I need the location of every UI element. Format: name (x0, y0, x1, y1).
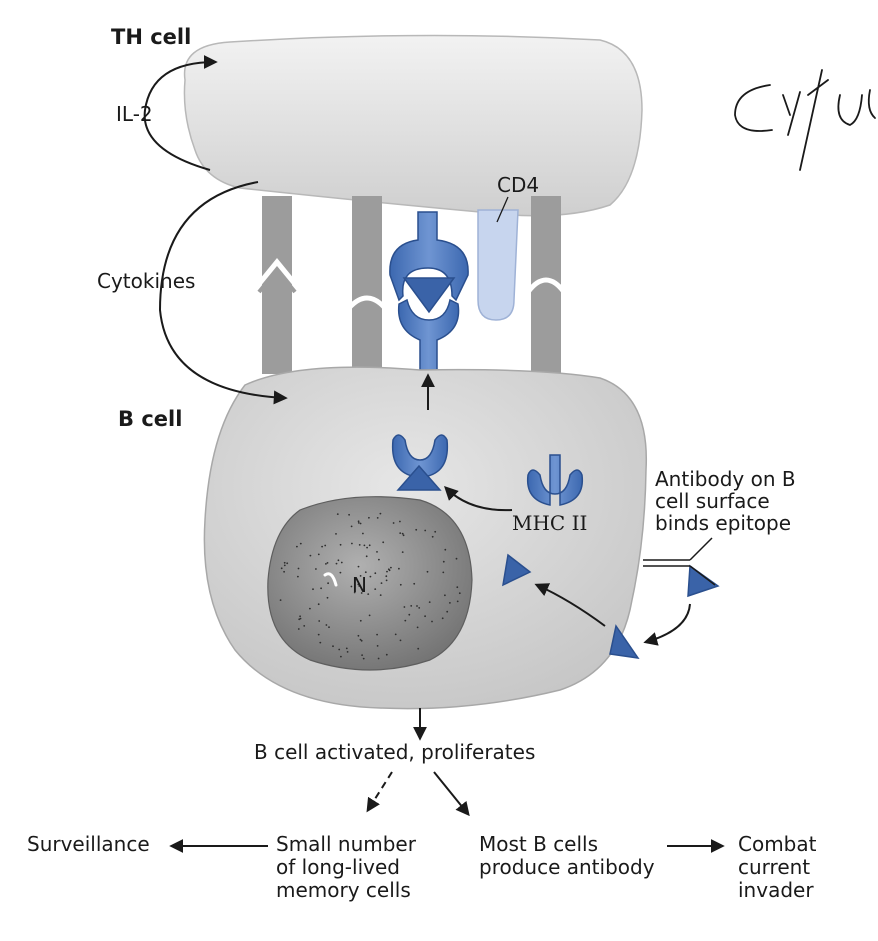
cytokines-label: Cytokines (97, 269, 196, 293)
pillar-middle (347, 196, 387, 374)
activated-label: B cell activated, proliferates (254, 740, 536, 764)
cd4-label: CD4 (497, 173, 540, 197)
antigen-endocytosed (609, 624, 640, 659)
cd4-molecule (477, 209, 519, 321)
th-cell (183, 34, 643, 217)
antigen-internalized (502, 553, 532, 587)
pillar-left (257, 196, 297, 374)
mhc-label: MHC II (512, 511, 588, 535)
plasma-arrow (433, 771, 470, 817)
th-cell-label: TH cell (111, 25, 192, 49)
antigen-bound (687, 564, 720, 598)
nucleus-label: N (352, 573, 367, 597)
peptide-antigen (402, 277, 456, 314)
mhc-loading-arrow (444, 486, 513, 512)
handwritten-annotation (734, 69, 876, 171)
cd4-pointer-line (496, 196, 509, 223)
mhc-class-ii-empty (526, 454, 584, 506)
antigen-processing-arrow (534, 583, 606, 627)
memory-arrow (366, 771, 393, 813)
antibody-label: Antibody on B cell surface binds epitope (655, 467, 796, 535)
mhc-class-ii-presenting (397, 298, 460, 371)
nucleolus-highlight (323, 572, 338, 587)
loaded-peptide (396, 464, 442, 491)
endocytosis-arrow (643, 603, 691, 646)
pillar-right (526, 196, 566, 374)
combat-label: Combat current invader (738, 832, 817, 902)
surface-antibody (643, 537, 716, 586)
nucleus (267, 496, 473, 671)
memory-cells-label: Small number of long-lived memory cells (276, 832, 416, 902)
surveillance-label: Surveillance (27, 832, 150, 856)
cytokines-arrow (158, 181, 288, 405)
b-cell-label: B cell (118, 407, 183, 431)
il2-label: IL-2 (116, 102, 153, 126)
most-b-cells-label: Most B cells produce antibody (479, 832, 655, 879)
nucleus-chromatin-dots (279, 512, 461, 660)
il2-arrow (143, 55, 218, 171)
